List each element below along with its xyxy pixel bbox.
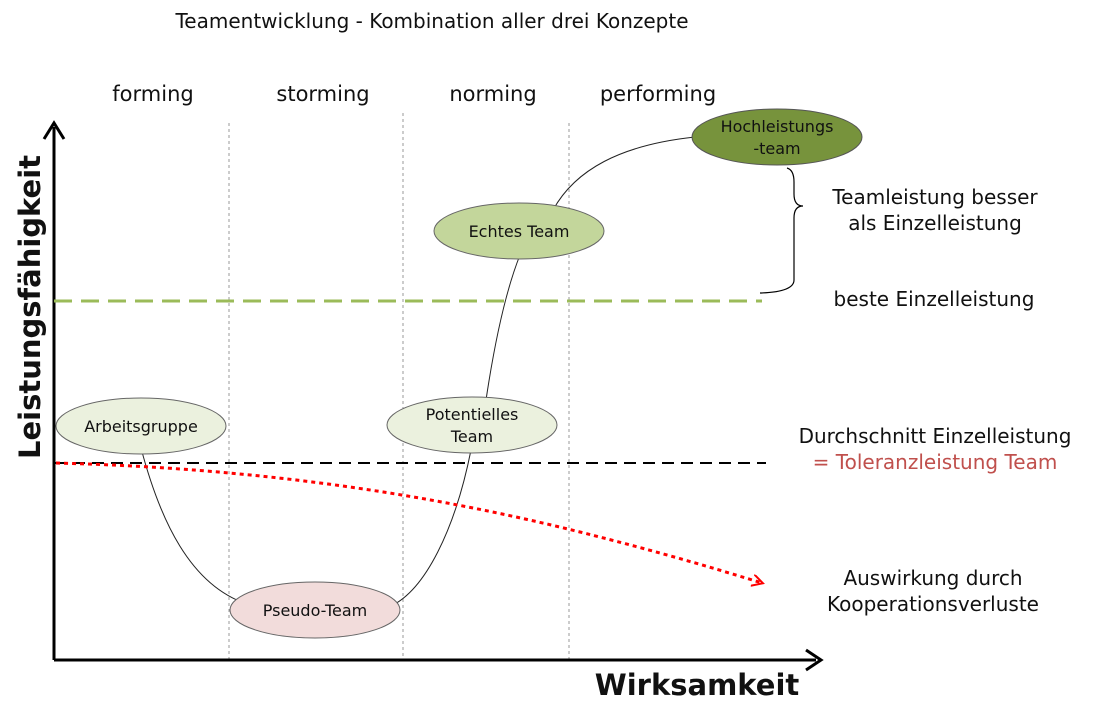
node-hochleistungsteam-label-1: Hochleistungs xyxy=(721,117,834,136)
node-hochleistungsteam: Hochleistungs -team xyxy=(691,108,863,166)
annotation-durchschnitt: Durchschnitt Einzelleistung xyxy=(799,424,1072,448)
node-pseudo-team: Pseudo-Team xyxy=(229,581,401,639)
annotation-toleranz: = Toleranzleistung Team xyxy=(813,450,1058,474)
node-arbeitsgruppe: Arbeitsgruppe xyxy=(55,397,227,455)
phase-performing: performing xyxy=(600,82,716,106)
node-potentielles-team: Potentielles Team xyxy=(386,396,558,454)
annotation-teamleistung-1: Teamleistung besser xyxy=(831,185,1038,209)
x-axis-arrowhead xyxy=(805,648,824,672)
annotation-auswirkung-2: Kooperationsverluste xyxy=(827,592,1039,616)
annotation-auswirkung-1: Auswirkung durch xyxy=(843,566,1022,590)
cooperation-loss-curve xyxy=(55,461,762,583)
x-axis-label: Wirksamkeit xyxy=(595,668,800,702)
phase-storming: storming xyxy=(276,82,369,106)
node-potentielles-team-label-1: Potentielles xyxy=(426,405,519,424)
phase-norming: norming xyxy=(449,82,536,106)
node-echtes-team: Echtes Team xyxy=(433,202,605,260)
node-hochleistungsteam-label-2: -team xyxy=(753,139,800,158)
node-echtes-team-label: Echtes Team xyxy=(469,222,570,241)
annotation-beste-einzelleistung: beste Einzelleistung xyxy=(834,287,1035,311)
annotation-teamleistung-2: als Einzelleistung xyxy=(848,211,1022,235)
performance-curve xyxy=(140,136,696,607)
node-pseudo-team-label: Pseudo-Team xyxy=(263,601,368,620)
node-arbeitsgruppe-label: Arbeitsgruppe xyxy=(84,417,198,436)
node-potentielles-team-label-2: Team xyxy=(450,427,493,446)
y-axis-label: Leistungsfähigkeit xyxy=(13,155,47,459)
y-axis-arrowhead xyxy=(42,120,66,140)
phase-forming: forming xyxy=(112,82,193,106)
diagram-title: Teamentwicklung - Kombination aller drei… xyxy=(174,9,688,33)
team-performance-brace xyxy=(759,167,804,294)
